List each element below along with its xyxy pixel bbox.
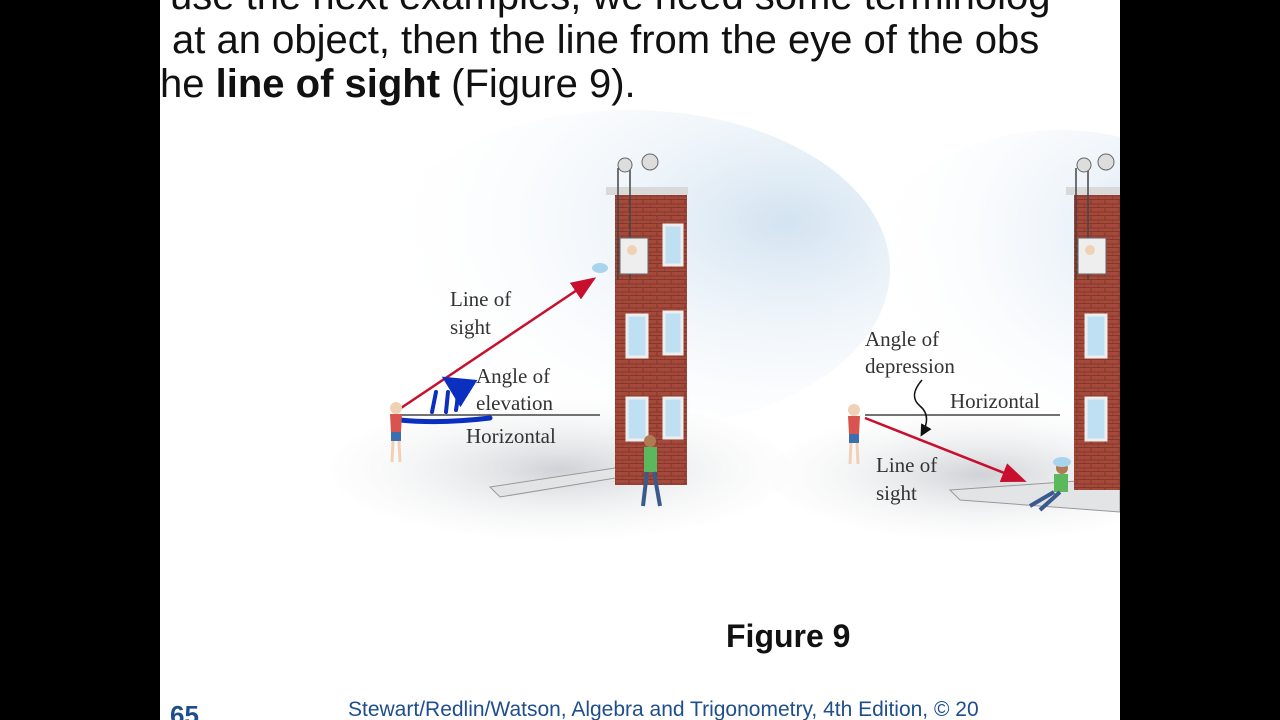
depression-pointer-arrow	[913, 379, 932, 437]
body-text-line-3-end: (Figure 9).	[440, 62, 636, 106]
right-angle-label-1: Angle of	[865, 327, 939, 351]
left-window	[662, 310, 684, 356]
right-line-of-sight	[864, 416, 1027, 482]
right-observer-person	[848, 404, 860, 465]
right-pulley	[1076, 157, 1092, 173]
slide-number: 65	[170, 700, 199, 720]
left-washer-person	[627, 245, 637, 255]
right-window	[1084, 313, 1108, 359]
right-line-of-sight-label-2: sight	[876, 481, 917, 505]
right-sky	[860, 130, 1120, 430]
left-pulley	[641, 153, 659, 171]
angle-annotation-stroke	[430, 390, 438, 414]
left-line-of-sight-label-1: Line of	[450, 287, 511, 311]
angle-annotation-stroke	[444, 390, 450, 414]
left-observer-person	[390, 402, 402, 463]
left-pedestrian	[641, 435, 662, 507]
right-window	[1084, 396, 1108, 442]
slide: use the next examples, we need some term…	[160, 0, 1120, 720]
right-line-of-sight-label-1: Line of	[876, 453, 937, 477]
left-window	[662, 223, 684, 267]
body-text-line-2: at an object, then the line from the eye…	[172, 18, 1040, 62]
figure-caption: Figure 9	[726, 618, 851, 654]
right-building-ledge	[1066, 187, 1120, 195]
left-line-of-sight	[397, 277, 597, 412]
body-text-line-3: he line of sight (Figure 9).	[160, 62, 636, 107]
angle-annotation-stroke	[397, 415, 493, 425]
left-window	[625, 313, 649, 359]
left-panel-elevation: Line of sight Angle of elevation Horizon…	[330, 110, 890, 540]
right-angle-label-2: depression	[865, 354, 955, 378]
citation-footer: Stewart/Redlin/Watson, Algebra and Trigo…	[348, 698, 979, 720]
body-text-line-3-start: he	[160, 62, 216, 106]
left-water-splash	[592, 263, 608, 273]
left-building-ledge	[606, 187, 688, 195]
left-pulley	[617, 157, 633, 173]
right-platform	[1077, 237, 1107, 275]
left-window	[625, 396, 649, 442]
left-line-of-sight-label-2: sight	[450, 315, 491, 339]
left-horizontal-label: Horizontal	[466, 424, 556, 448]
left-window	[662, 396, 684, 440]
right-pulley	[1097, 153, 1115, 171]
left-angle-label-2: elevation	[476, 391, 553, 415]
left-platform	[619, 237, 649, 275]
figure-9-illustration: Line of sight Angle of elevation Horizon…	[330, 110, 1120, 540]
right-panel-depression: Angle of depression Horizontal Line of s…	[770, 130, 1120, 540]
body-text-line-1: use the next examples, we need some term…	[170, 0, 1051, 19]
line-of-sight-term: line of sight	[215, 62, 441, 106]
right-fallen-person	[1028, 457, 1071, 512]
right-washer-person	[1085, 245, 1095, 255]
right-horizontal-label: Horizontal	[950, 389, 1040, 413]
angle-annotation-arrow	[441, 376, 478, 412]
left-angle-label-1: Angle of	[476, 364, 550, 388]
